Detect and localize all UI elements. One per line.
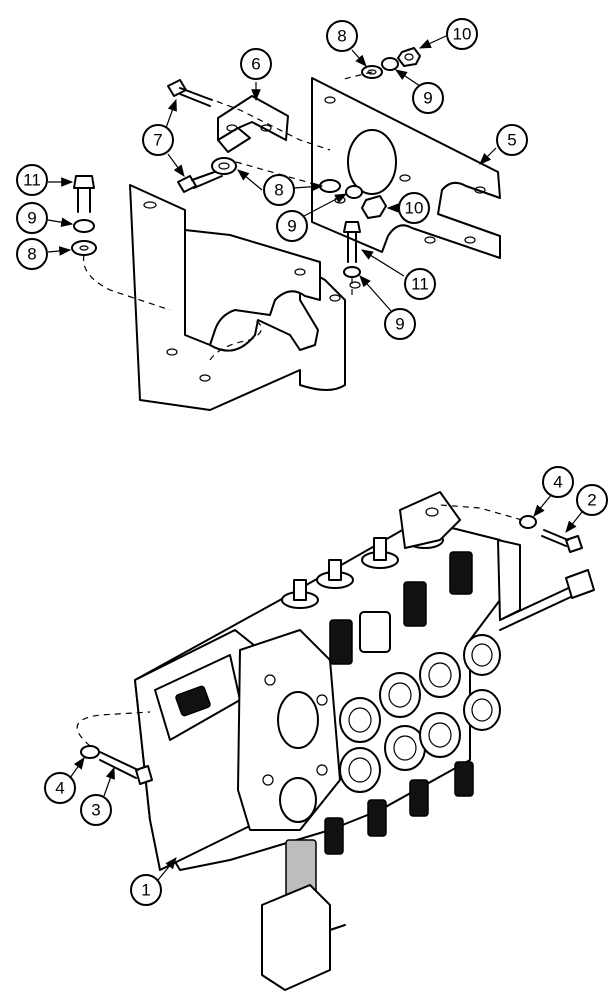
- solenoid-cartridge: [261, 839, 346, 991]
- svg-text:2: 2: [587, 491, 596, 510]
- mounting-bracket-assembly: [71, 47, 501, 411]
- callout-8-left: 8: [16, 238, 72, 270]
- callout-4-lower: 4: [44, 757, 85, 804]
- svg-text:8: 8: [27, 245, 36, 264]
- svg-text:1: 1: [141, 881, 150, 900]
- lockwasher-9-lower: [343, 266, 361, 278]
- callout-11-right: 11: [360, 249, 436, 300]
- svg-text:8: 8: [274, 181, 283, 200]
- control-valve-assembly: [76, 491, 595, 991]
- bolt-7-lower: [177, 169, 223, 193]
- lockwasher-9-left: [73, 219, 95, 233]
- angle-bracket: [217, 95, 289, 153]
- svg-text:7: 7: [153, 131, 162, 150]
- lockwasher-9-upper: [381, 57, 399, 71]
- svg-text:11: 11: [411, 275, 429, 294]
- callout-5: 5: [479, 124, 528, 165]
- svg-text:11: 11: [23, 171, 41, 190]
- svg-text:4: 4: [55, 779, 64, 798]
- tie-rod-right: [499, 569, 595, 631]
- svg-text:3: 3: [91, 801, 100, 820]
- callout-7: 7: [142, 98, 185, 177]
- bolt-7-upper: [167, 79, 213, 107]
- svg-text:9: 9: [27, 209, 36, 228]
- callout-10-mid: 10: [386, 192, 430, 224]
- hex-fittings: [324, 551, 474, 855]
- svg-text:9: 9: [287, 217, 296, 236]
- nut-10-upper: [397, 47, 421, 67]
- svg-text:8: 8: [337, 27, 346, 46]
- valve-ports: [339, 634, 501, 793]
- callout-4-upper: 4: [533, 466, 574, 517]
- bolt-2: [541, 529, 583, 553]
- callout-11-left: 11: [16, 164, 74, 196]
- mounting-plate: [311, 77, 501, 259]
- base-bracket: [129, 184, 361, 411]
- callout-8-top: 8: [326, 20, 367, 67]
- lockwasher-9-mid: [345, 185, 363, 199]
- callout-9-mid: 9: [276, 193, 348, 242]
- washer-8-mid: [319, 179, 341, 193]
- callout-1: 1: [130, 857, 177, 906]
- svg-text:5: 5: [507, 131, 516, 150]
- callout-3: 3: [80, 766, 115, 826]
- bolt-11-mid: [343, 221, 361, 263]
- svg-text:9: 9: [423, 89, 432, 108]
- washer-4-lower: [80, 745, 100, 759]
- callout-9-lower: 9: [359, 275, 416, 340]
- callout-6: 6: [240, 48, 272, 102]
- callout-10-top: 10: [418, 18, 478, 50]
- callout-9-left: 9: [16, 202, 74, 234]
- nut-10-mid: [361, 195, 387, 219]
- bolt-11-left: [73, 175, 95, 213]
- svg-text:10: 10: [453, 25, 472, 44]
- washer-8-left: [71, 240, 97, 256]
- svg-text:10: 10: [405, 199, 424, 218]
- washer-8-lower: [211, 157, 237, 175]
- callout-8-mid: 8: [237, 169, 324, 206]
- bolt-3: [99, 751, 153, 785]
- washer-4-upper: [519, 515, 537, 529]
- callout-2: 2: [565, 484, 608, 533]
- svg-text:4: 4: [553, 473, 562, 492]
- svg-text:6: 6: [251, 55, 260, 74]
- callout-9-top: 9: [395, 69, 444, 114]
- svg-text:9: 9: [395, 315, 404, 334]
